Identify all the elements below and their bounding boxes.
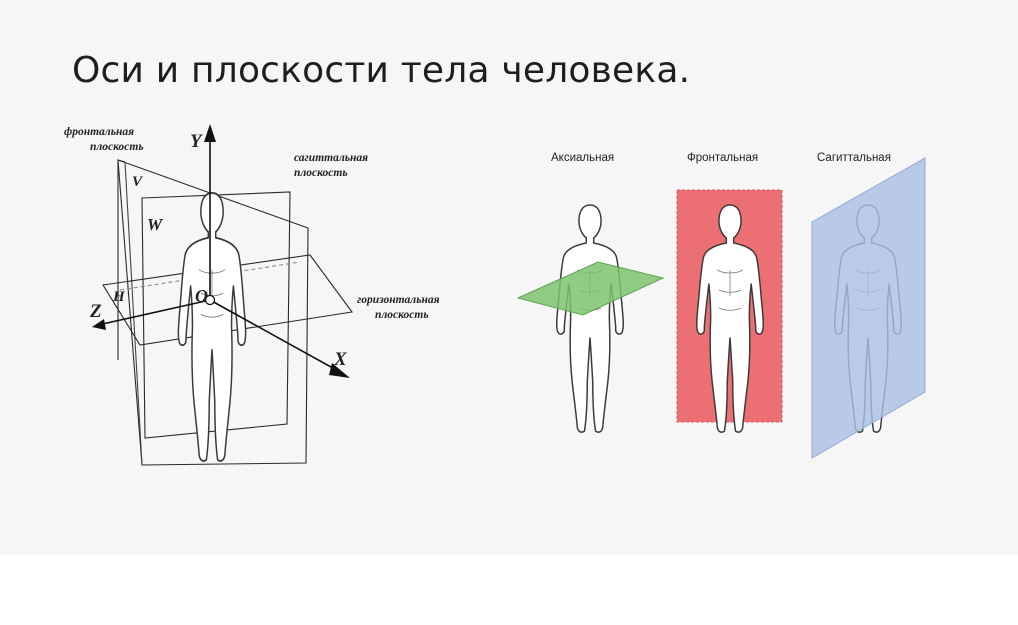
frontal-plane-label-1: фронтальная: [64, 126, 134, 138]
sagittal-plane: [811, 157, 926, 459]
sagittal-plane-label-2: плоскость: [294, 167, 348, 179]
horizontal-plane-label-2: плоскость: [375, 309, 429, 321]
horizontal-plane-label-1: горизонтальная: [357, 294, 440, 306]
origin-letter: O: [195, 286, 208, 306]
axial-plane: [516, 261, 665, 316]
y-axis: [204, 124, 216, 300]
frontal-plane-v: [117, 159, 309, 466]
diagram-canvas: Y X Z O V W H фронтальная плоскость саги…: [64, 124, 926, 466]
classic-planes-diagram: Y X Z O V W H фронтальная плоскость саги…: [64, 124, 440, 466]
x-axis: [209, 299, 350, 378]
plane-letter-w: W: [147, 215, 164, 234]
frontal-panel: Фронтальная: [676, 152, 783, 433]
frontal-plane-label-2: плоскость: [90, 141, 144, 153]
slide-title: Оси и плоскости тела человека.: [72, 50, 691, 91]
sagittal-label: Сагиттальная: [817, 152, 891, 164]
human-figure-left: [177, 191, 247, 462]
frontal-label: Фронтальная: [687, 152, 758, 164]
z-axis: [92, 299, 211, 330]
plane-letter-h: H: [112, 289, 126, 305]
axial-panel: Аксиальная: [516, 152, 665, 433]
axis-letter-z: Z: [89, 301, 102, 322]
axis-letter-x: X: [333, 349, 348, 370]
sagittal-plane-w: [141, 191, 291, 439]
axial-label: Аксиальная: [551, 152, 614, 164]
plane-letter-v: V: [132, 174, 144, 190]
sagittal-plane-label-1: сагиттальная: [294, 152, 368, 164]
slide: Оси и плоскости тела человека.: [64, 50, 926, 466]
axis-letter-y: Y: [190, 131, 204, 152]
origin-point: [204, 294, 216, 306]
sagittal-panel: Сагиттальная: [811, 152, 926, 459]
human-figure-axial: [555, 204, 625, 433]
modern-planes-diagram: Аксиальная Фронтальная Сагиттальная: [516, 152, 926, 459]
